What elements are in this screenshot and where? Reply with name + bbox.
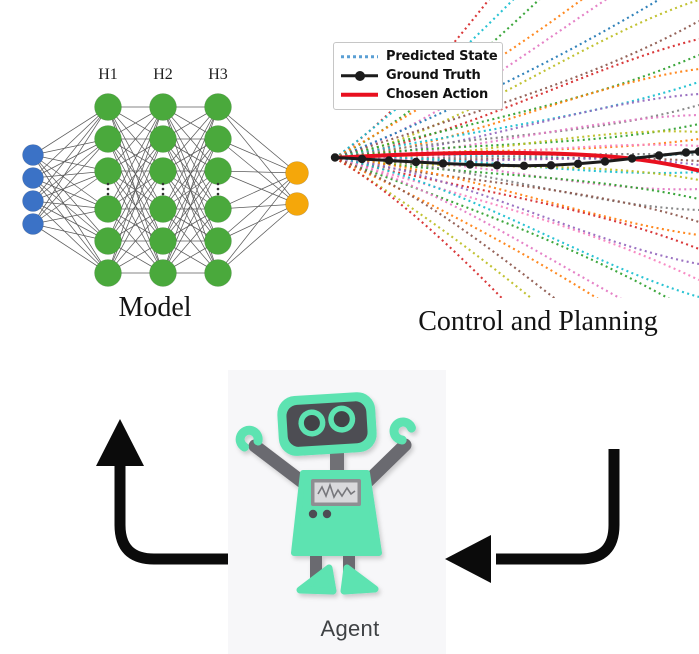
hidden-node [204, 227, 232, 255]
predicted-trajectory [334, 156, 699, 266]
robot-agent-icon [235, 392, 416, 595]
predicted-trajectory [334, 156, 699, 191]
output-node [285, 161, 309, 185]
predicted-trajectory [334, 156, 699, 237]
legend-label: Predicted State [386, 49, 498, 64]
output-node [285, 192, 309, 216]
ellipsis-dot [106, 192, 110, 196]
input-node [22, 213, 44, 235]
agent-loop-graphic [96, 370, 620, 654]
robot-right-foot [340, 564, 379, 595]
hidden-node [149, 93, 177, 121]
agent-caption: Agent [320, 616, 380, 641]
plot-legend: Predicted State Ground Truth Chosen Acti… [333, 42, 503, 110]
robot-left-foot [296, 564, 337, 595]
hidden-node [204, 125, 232, 153]
ground-truth-marker [694, 147, 699, 156]
hidden-node [204, 157, 232, 185]
ground-truth-marker [627, 154, 637, 163]
input-node [22, 190, 44, 212]
ground-truth-marker [357, 154, 367, 164]
robot-head [277, 392, 377, 456]
chosen-action-swatch-icon [341, 88, 378, 102]
ellipsis-dot [216, 187, 220, 191]
predicted-state-swatch-icon [341, 50, 378, 64]
predicted-trajectory [334, 81, 699, 160]
hidden-node [204, 93, 232, 121]
ground-truth-marker [492, 161, 502, 170]
predicted-trajectory [334, 113, 699, 160]
ground-truth-marker [573, 159, 583, 168]
predicted-trajectory [334, 0, 583, 159]
predicted-trajectory [334, 0, 661, 159]
legend-item-predicted-state: Predicted State [341, 49, 498, 64]
ellipsis-dot [161, 187, 165, 191]
ground-truth-marker [600, 157, 610, 166]
ground-truth-swatch-icon [341, 69, 378, 83]
hidden-node [204, 259, 232, 287]
model-caption: Model [118, 292, 192, 323]
feedback-arrow-left-icon [96, 419, 228, 565]
ground-truth-marker [438, 159, 448, 168]
feedback-arrow-right-icon [445, 449, 620, 583]
predicted-trajectory [334, 156, 699, 298]
robot-screen-waveform [317, 482, 356, 499]
hidden-node [94, 227, 122, 255]
predicted-trajectory [334, 54, 699, 160]
hidden-node [149, 259, 177, 287]
input-node [22, 144, 44, 166]
legend-label: Ground Truth [386, 68, 481, 83]
ellipsis-dot [216, 182, 220, 186]
hidden-layer-label-h1: H1 [98, 66, 118, 83]
ground-truth-marker [681, 148, 691, 157]
hidden-node [94, 157, 122, 185]
hidden-node [94, 125, 122, 153]
predicted-trajectory [334, 0, 490, 159]
predicted-trajectory [334, 130, 699, 160]
input-node [22, 167, 44, 189]
predicted-trajectory [334, 103, 699, 160]
predicted-trajectory [334, 156, 699, 281]
hidden-node [94, 259, 122, 287]
hidden-node [204, 195, 232, 223]
robot-left-hand [235, 425, 263, 452]
hidden-layer-label-h3: H3 [208, 66, 228, 83]
trajectory-plot [330, 0, 699, 298]
predicted-trajectory [334, 157, 670, 298]
ground-truth-marker [384, 156, 394, 165]
predicted-trajectory [334, 156, 699, 167]
chosen-action-line [331, 150, 699, 173]
ground-truth-marker [519, 161, 529, 170]
hidden-layer-label-h2: H2 [153, 66, 173, 83]
hidden-node [94, 195, 122, 223]
hidden-node [149, 125, 177, 153]
neural-network-diagram [22, 93, 309, 287]
legend-item-ground-truth: Ground Truth [341, 68, 493, 83]
hidden-node [149, 195, 177, 223]
ellipsis-dot [106, 187, 110, 191]
hidden-node [149, 157, 177, 185]
control-planning-caption: Control and Planning [418, 306, 658, 337]
hidden-node [149, 227, 177, 255]
ground-truth-marker [411, 157, 421, 167]
predicted-trajectory [334, 157, 556, 298]
ground-truth-marker [465, 160, 475, 169]
ellipsis-dot [106, 182, 110, 186]
ground-truth-marker [654, 151, 664, 160]
predicted-trajectory [334, 152, 699, 160]
legend-item-chosen-action: Chosen Action [341, 87, 493, 102]
robot-right-hand [389, 417, 416, 445]
hidden-node [94, 93, 122, 121]
predicted-trajectory [334, 157, 504, 298]
legend-label: Chosen Action [386, 87, 489, 102]
ground-truth-marker [546, 161, 556, 170]
ellipsis-dot [216, 192, 220, 196]
ellipsis-dot [161, 192, 165, 196]
ellipsis-dot [161, 182, 165, 186]
ground-truth-marker [330, 153, 340, 162]
